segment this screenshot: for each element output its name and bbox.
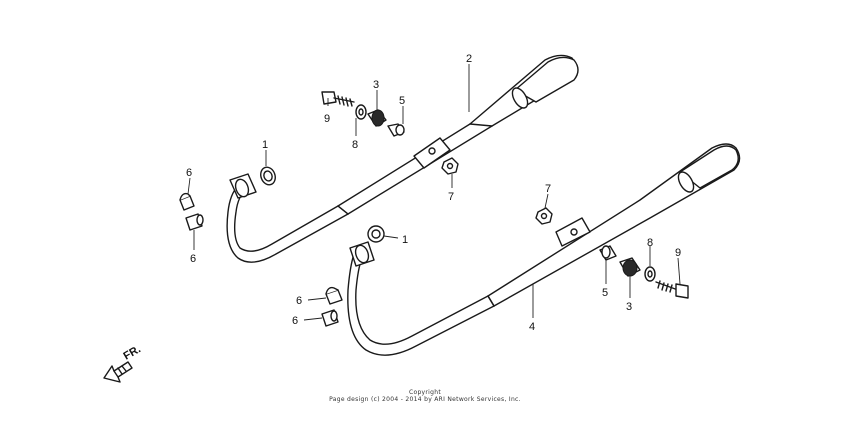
copyright-heading: Copyright xyxy=(408,389,442,396)
callout-9-upper: 9 xyxy=(324,113,330,125)
callout-9-lower: 9 xyxy=(675,247,681,259)
callout-6-upper-b: 6 xyxy=(190,253,196,265)
lower-muffler-assembly xyxy=(347,143,741,356)
callout-3-upper: 3 xyxy=(373,79,379,91)
copyright-notice: Page design (c) 2004 - 2014 by ARI Netwo… xyxy=(329,396,521,403)
cap-nut-6-upper-b xyxy=(185,213,204,231)
callout-7-upper: 7 xyxy=(448,191,454,203)
cap-nut-6-lower-b xyxy=(321,309,339,327)
grommet-3-upper xyxy=(367,109,387,127)
callout-2: 2 xyxy=(466,53,472,65)
grommet-3-lower xyxy=(619,257,641,277)
gasket-1-upper xyxy=(260,166,276,186)
callout-5-lower: 5 xyxy=(602,287,608,299)
washer-8-upper xyxy=(355,104,367,120)
callout-8-lower: 8 xyxy=(647,237,653,249)
upper-muffler-assembly xyxy=(226,54,579,263)
front-arrow-icon xyxy=(103,361,133,383)
callout-6-upper-a: 6 xyxy=(186,167,192,179)
callout-1-lower: 1 xyxy=(402,234,408,246)
callout-1-upper: 1 xyxy=(262,139,268,151)
washer-8-lower xyxy=(644,266,656,282)
bolt-9-lower xyxy=(655,280,689,299)
nut-7-lower xyxy=(535,207,553,225)
callout-4: 4 xyxy=(529,321,535,333)
gasket-1-lower xyxy=(367,225,385,243)
callout-3-lower: 3 xyxy=(626,301,632,313)
collar-5-lower xyxy=(599,245,617,261)
cap-nut-6-upper-a xyxy=(179,192,195,211)
front-direction-indicator: FR. xyxy=(103,343,143,383)
front-direction-label: FR. xyxy=(122,343,143,362)
callout-7-lower: 7 xyxy=(545,183,551,195)
callout-6-lower-b: 6 xyxy=(292,315,298,327)
bolt-9-upper xyxy=(321,91,355,107)
nut-7-upper xyxy=(441,157,459,175)
callout-8-upper: 8 xyxy=(352,139,358,151)
cap-nut-6-lower-a xyxy=(325,286,343,305)
collar-5-upper xyxy=(387,123,405,137)
callout-6-lower-a: 6 xyxy=(296,295,302,307)
callout-5-upper: 5 xyxy=(399,95,405,107)
